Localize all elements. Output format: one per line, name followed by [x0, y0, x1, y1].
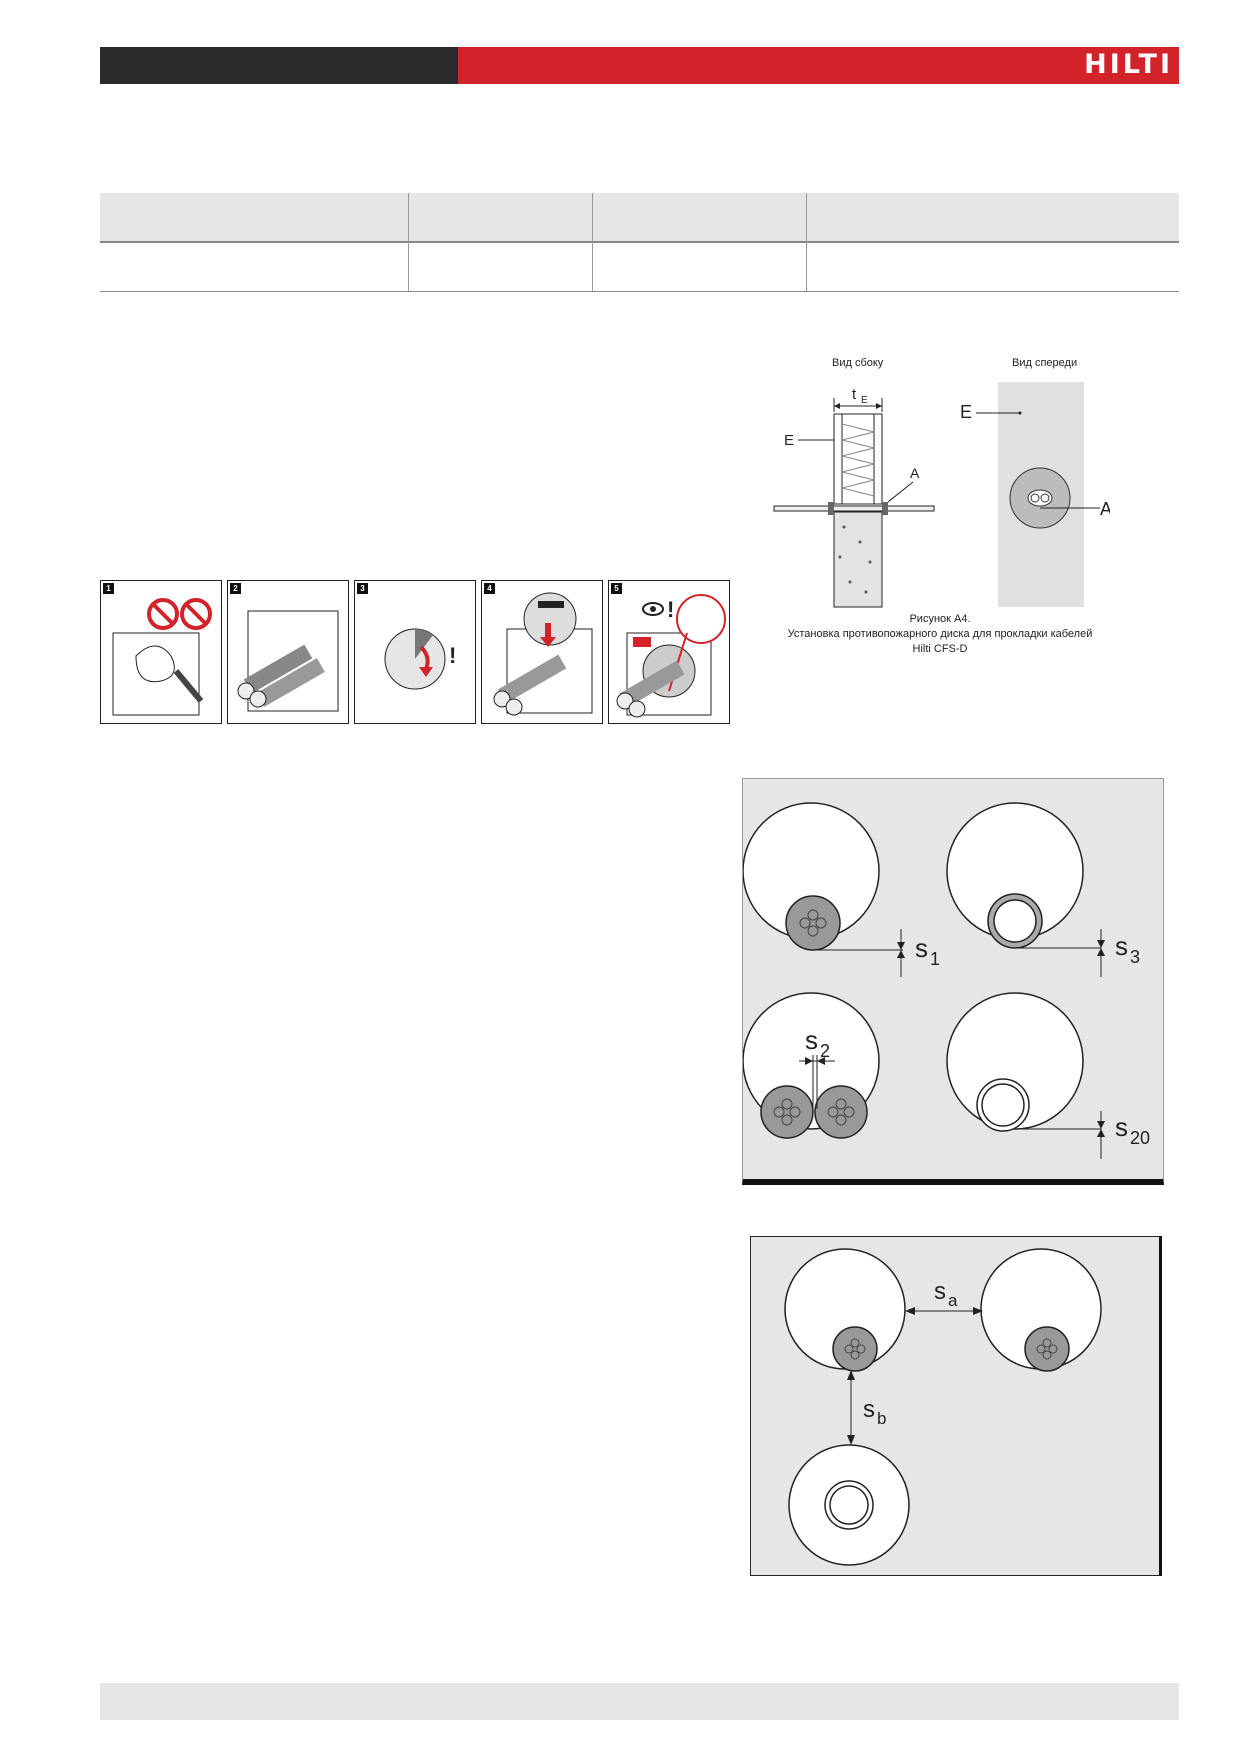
step-3-illustration: !: [384, 628, 456, 690]
front-view-title: Вид спереди: [1012, 357, 1077, 369]
step-number: 2: [230, 583, 241, 594]
s2-label-sub: 2: [820, 1041, 830, 1061]
te-label: t: [852, 386, 857, 403]
step-number: 1: [103, 583, 114, 594]
s1-label: s: [915, 933, 928, 963]
figure-a4-caption: Рисунок A4. Установка противопожарного д…: [770, 612, 1110, 657]
s2-label: s: [805, 1025, 818, 1055]
step-4-illustration: [493, 592, 593, 716]
s1-label-sub: 1: [930, 949, 940, 969]
step-5-illustration: !: [616, 594, 726, 718]
svg-text:!: !: [667, 597, 674, 622]
sa-label: s: [934, 1278, 946, 1305]
step-number: 5: [611, 583, 622, 594]
installation-steps: 1 2 3 ! 4: [100, 580, 730, 724]
side-a-label: A: [910, 465, 920, 481]
sa-label-sub: a: [948, 1291, 958, 1310]
side-view-title: Вид сбоку: [832, 357, 884, 369]
table-column-divider: [806, 193, 807, 291]
step-5-panel: 5 !: [608, 580, 730, 724]
table-header-row: [100, 193, 1179, 243]
figure-a4: Вид сбоку Вид спереди t E E A E: [770, 352, 1112, 672]
step-number: 3: [357, 583, 368, 594]
step-number: 4: [484, 583, 495, 594]
step-2-panel: 2: [227, 580, 349, 724]
footer-bar: [100, 1683, 1179, 1720]
table-column-divider: [408, 193, 409, 291]
header-red-bar: [458, 47, 1179, 84]
front-a-label: A: [1100, 499, 1110, 519]
hilti-logo: HILTI: [1084, 49, 1173, 80]
spacing-diagram-drawing: s 1 s 3 s 2 s 20: [742, 802, 1150, 1159]
step-4-panel: 4: [481, 580, 603, 724]
s20-label-sub: 20: [1130, 1128, 1150, 1148]
table-column-divider: [592, 193, 593, 291]
te-label-sub: E: [861, 395, 868, 406]
distance-diagram: s a s b: [750, 1236, 1162, 1576]
header-dark-bar: [100, 47, 458, 84]
step-2-illustration: [237, 610, 339, 712]
sb-label-sub: b: [877, 1409, 886, 1428]
figure-a4-drawing: Вид сбоку Вид спереди t E E A E: [773, 357, 1112, 608]
svg-text:!: !: [449, 643, 456, 668]
front-e-label: E: [960, 402, 972, 422]
spacing-diagram: s 1 s 3 s 2 s 20: [742, 778, 1164, 1185]
sb-label: s: [863, 1396, 875, 1423]
step-3-panel: 3 !: [354, 580, 476, 724]
s3-label-sub: 3: [1130, 947, 1140, 967]
distance-diagram-drawing: s a s b: [784, 1248, 1102, 1566]
caption-line-2: Установка противопожарного диска для про…: [787, 628, 1093, 640]
table-row: [100, 243, 1179, 292]
step-1-illustration: [112, 598, 212, 716]
step-1-panel: 1: [100, 580, 222, 724]
s3-label: s: [1115, 931, 1128, 961]
caption-line-3: Hilti CFS-D: [912, 643, 968, 655]
s20-label: s: [1115, 1112, 1128, 1142]
side-e-label: E: [784, 432, 794, 449]
caption-line-1: Рисунок A4.: [909, 613, 971, 625]
